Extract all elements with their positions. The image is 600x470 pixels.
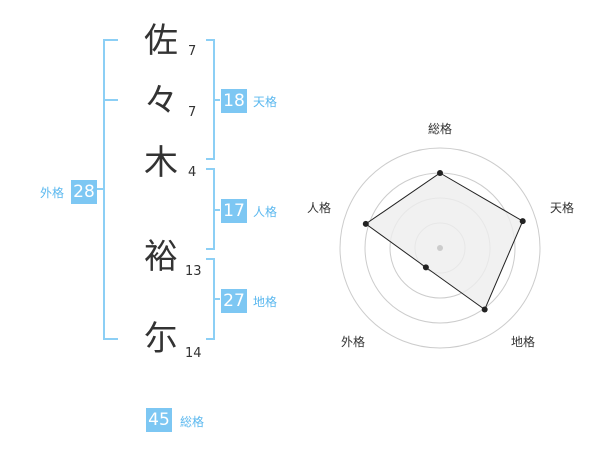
name-char-5: 尓 — [144, 319, 178, 359]
gaikaku-label: 外格 — [40, 186, 65, 200]
name-char-3: 木 — [144, 143, 178, 183]
radar-point-1 — [437, 170, 443, 176]
radar-center-dot — [437, 245, 443, 251]
radar-axis-label-4: 外格 — [341, 335, 366, 349]
stroke-count-5: 14 — [185, 346, 202, 361]
jinkaku-label: 人格 — [253, 205, 278, 219]
stroke-count-2: 7 — [188, 105, 197, 120]
radar-point-2 — [519, 218, 526, 225]
chikaku-label: 地格 — [253, 295, 278, 309]
soukaku-label: 総格 — [180, 415, 205, 429]
soukaku-value: 45 — [146, 408, 172, 432]
radar-axis-label-1: 総格 — [428, 122, 453, 136]
gaikaku-value: 28 — [71, 180, 97, 204]
radar-axis-label-2: 天格 — [550, 201, 575, 215]
stroke-count-3: 4 — [188, 165, 197, 180]
tenkaku-label: 天格 — [253, 95, 278, 109]
radar-point-5 — [362, 220, 369, 227]
radar-grid-ring-4 — [339, 147, 541, 349]
name-char-4: 裕 — [144, 237, 178, 277]
radar-value-area — [364, 172, 524, 311]
jinkaku-bracket — [206, 168, 220, 250]
chikaku-value: 27 — [221, 289, 247, 313]
radar-axis-label-3: 地格 — [511, 335, 536, 349]
stroke-count-4: 13 — [185, 264, 202, 279]
tenkaku-value: 18 — [221, 89, 247, 113]
name-char-1: 佐 — [144, 21, 178, 61]
tenkaku-bracket — [206, 39, 220, 160]
gaikaku-bracket — [96, 39, 118, 340]
radar-point-4 — [422, 264, 429, 271]
stroke-count-1: 7 — [188, 44, 197, 59]
jinkaku-value: 17 — [221, 199, 247, 223]
name-char-2: 々 — [144, 81, 178, 121]
chikaku-bracket — [206, 258, 220, 340]
radar-axis-label-5: 人格 — [307, 201, 332, 215]
radar-point-3 — [481, 306, 488, 313]
